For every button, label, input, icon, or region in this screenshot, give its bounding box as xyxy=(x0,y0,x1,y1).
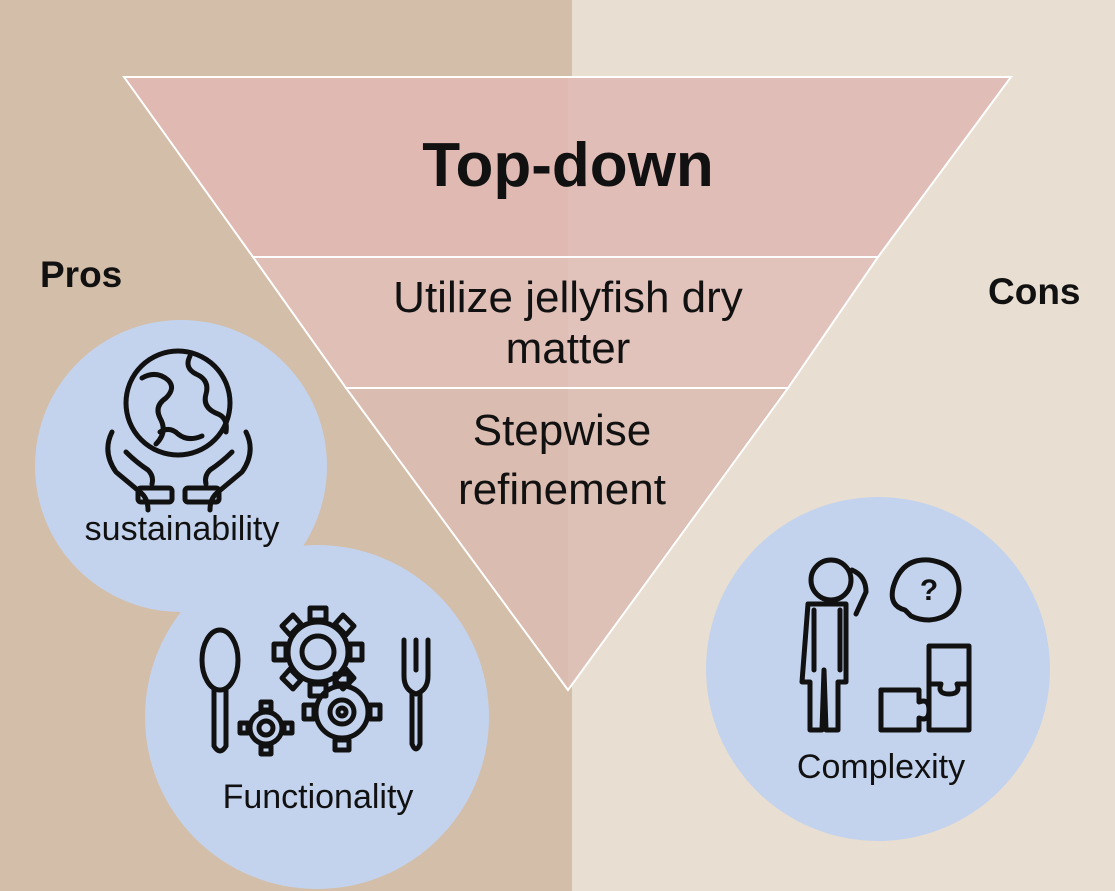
funnel-level-1-line-1: Utilize jellyfish dry xyxy=(393,273,743,322)
cons-heading: Cons xyxy=(988,271,1081,312)
functionality-label: Functionality xyxy=(222,778,414,816)
complexity-label: Complexity xyxy=(796,748,966,786)
pros-heading: Pros xyxy=(40,254,123,295)
funnel-level-2-line-2: refinement xyxy=(458,465,666,514)
funnel-level-2-line-1: Stepwise xyxy=(472,406,652,455)
funnel-title: Top-down xyxy=(422,131,714,200)
funnel-level-1-line-2: matter xyxy=(505,324,631,373)
sustainability-label: sustainability xyxy=(84,510,280,548)
